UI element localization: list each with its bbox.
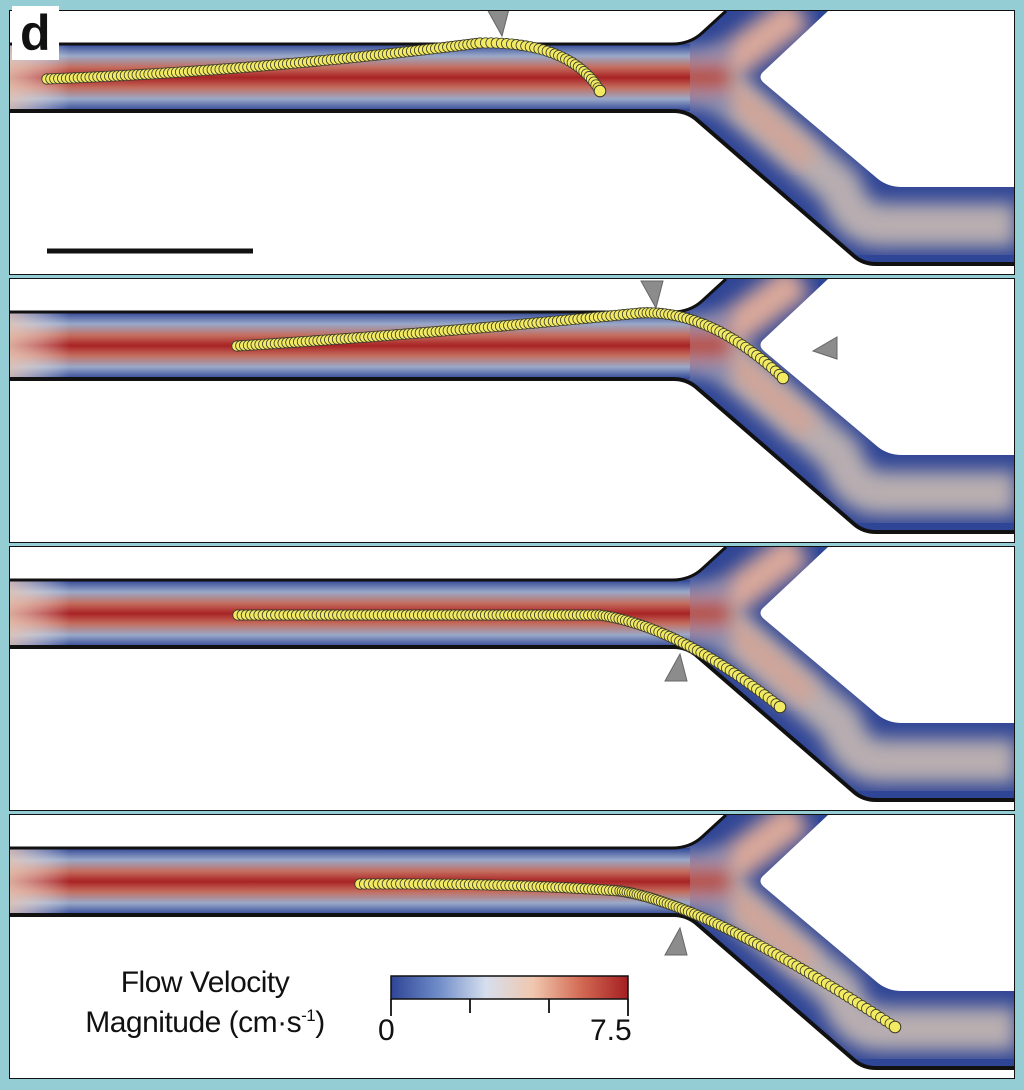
channel-wall-bottom <box>10 913 1014 1070</box>
colorbar-title-exponent: -1 <box>301 1006 316 1025</box>
channel <box>10 11 1014 264</box>
flow-field <box>10 11 1014 266</box>
flow-field <box>10 815 1014 1070</box>
colorbar-title-line1: Flow Velocity <box>120 966 290 999</box>
channel-wall-bottom <box>10 645 1014 802</box>
colorbar-min-label: 0 <box>378 1014 395 1047</box>
channel <box>10 547 1014 800</box>
colorbar-title-line2: Magnitude (cm·s-1) <box>40 1006 370 1040</box>
bead-lead <box>773 700 787 714</box>
bead-chain <box>232 609 787 714</box>
flow-field <box>10 547 1014 802</box>
channel-wall-top <box>10 547 728 582</box>
bead-lead <box>888 1020 902 1034</box>
channel-wall-bottom <box>10 109 1014 266</box>
bead-lead <box>593 84 607 98</box>
panel-2 <box>9 278 1015 543</box>
flow-field <box>10 279 1014 534</box>
channel <box>10 279 1014 532</box>
colorbar-title-text: Magnitude (cm·s <box>85 1006 302 1039</box>
bead-chain <box>354 878 902 1034</box>
colorbar-title-close: ) <box>315 1006 325 1039</box>
channel-wall-bottom <box>10 377 1014 534</box>
channel-wall-top <box>10 11 728 46</box>
colorbar-max-label: 7.5 <box>590 1014 632 1047</box>
bead-chain <box>231 307 790 385</box>
arrowhead-marker <box>664 652 688 682</box>
colorbar <box>390 975 629 1000</box>
bead-lead <box>776 371 790 385</box>
panel-4 <box>9 814 1015 1079</box>
arrowhead-marker <box>664 926 688 956</box>
figure-label: d <box>12 6 59 60</box>
channel-wall-top <box>10 279 728 314</box>
arrowhead-marker <box>640 280 664 310</box>
panel-1 <box>9 10 1015 275</box>
arrowhead-marker <box>487 11 509 38</box>
panel-3 <box>9 546 1015 811</box>
bead-chain <box>41 37 607 98</box>
arrowhead-marker <box>811 336 838 360</box>
channel-wall-top <box>10 815 728 850</box>
